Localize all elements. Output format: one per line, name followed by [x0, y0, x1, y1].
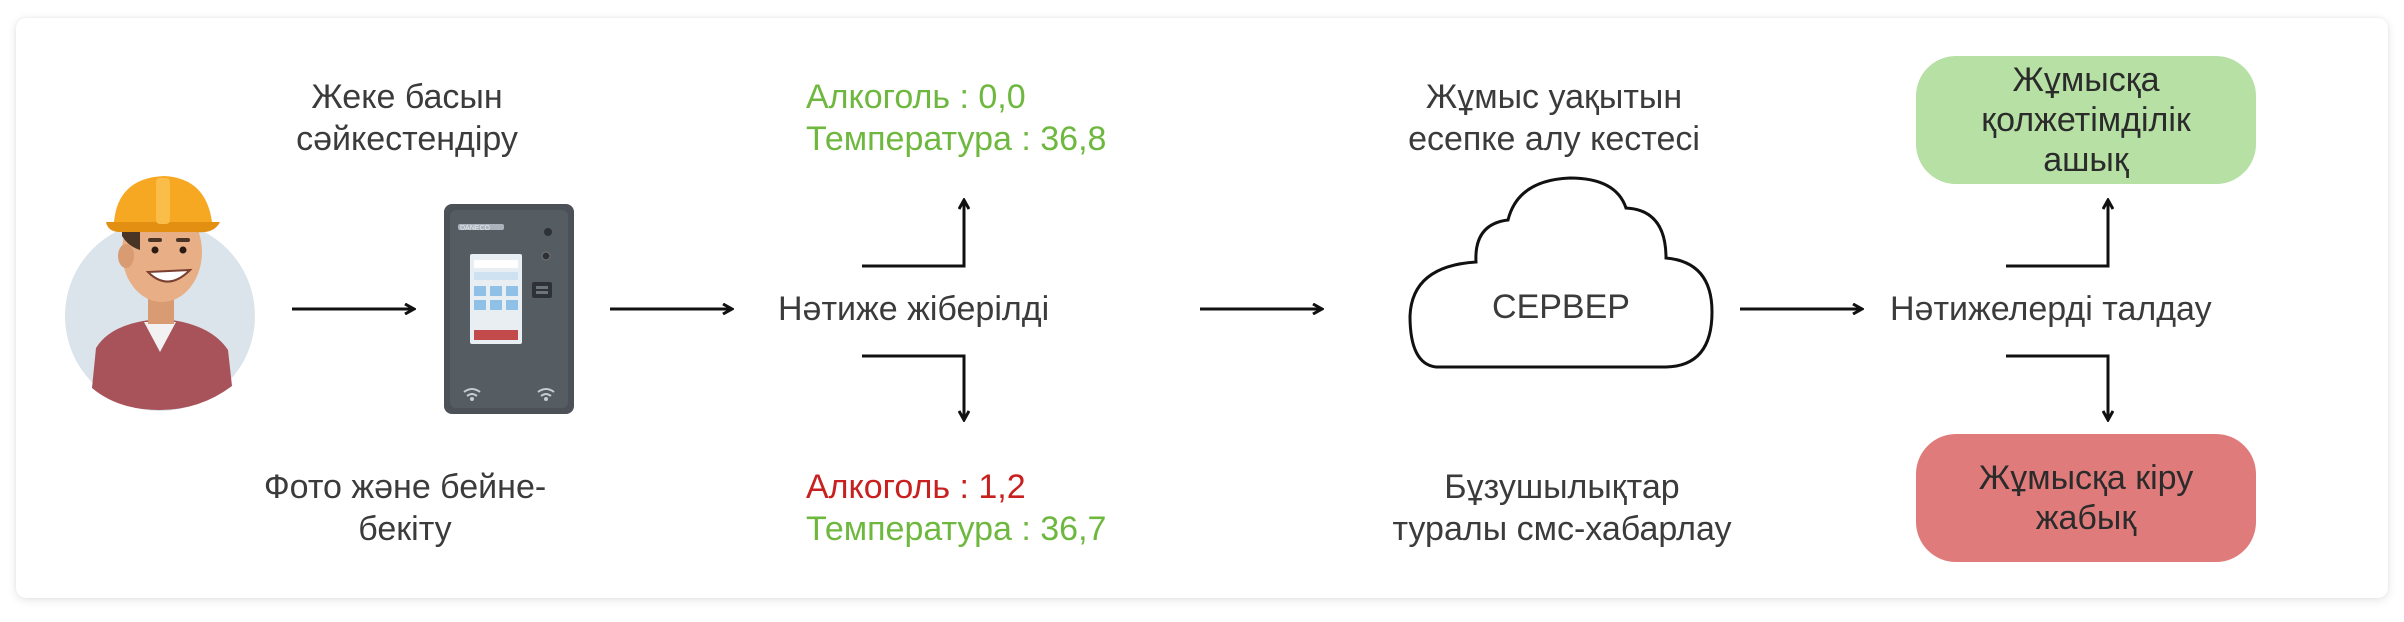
photo-video-label: Фото және бейне- бекіту: [263, 468, 547, 548]
flow-arrows: [292, 200, 2108, 420]
device-brand: DANECO: [460, 225, 491, 232]
analysis-label: Нәтижелерді талдау: [1890, 290, 2212, 328]
temperature-bottom: Температура : 36,7: [806, 510, 1107, 548]
result-top: Алкоголь : 0,0 Температура : 36,8: [806, 76, 1106, 160]
cloud-icon: [1408, 176, 1714, 369]
worker-icon: [65, 176, 255, 411]
arrow-icon: [2006, 200, 2108, 268]
arrow-icon: [2006, 354, 2108, 420]
result-sent-label: Нәтиже жіберілді: [778, 290, 1050, 328]
alcohol-alert: Алкоголь : 1,2: [806, 468, 1026, 506]
arrow-icon: [862, 354, 964, 420]
access-closed-box: Жұмысқа кіру жабық: [1916, 434, 2256, 562]
face-match-label: Жеке басын сәйкестендіру: [296, 78, 518, 158]
sms-label: Бұзушылықтар туралы смс-хабарлау: [1392, 468, 1732, 548]
access-open-box: Жұмысқа қолжетімділік ашық: [1916, 56, 2256, 184]
result-bottom: Алкоголь : 1,2 Температура : 36,7: [806, 466, 1106, 550]
terminal-device-icon: DANECO: [444, 204, 574, 414]
worktime-label: Жұмыс уақытын есепке алу кестесі: [1408, 78, 1700, 158]
alcohol-ok: Алкоголь : 0,0: [806, 78, 1026, 116]
arrow-icon: [862, 200, 964, 268]
temperature-ok: Температура : 36,8: [806, 120, 1107, 158]
server-label: СЕРВЕР: [1492, 288, 1630, 326]
